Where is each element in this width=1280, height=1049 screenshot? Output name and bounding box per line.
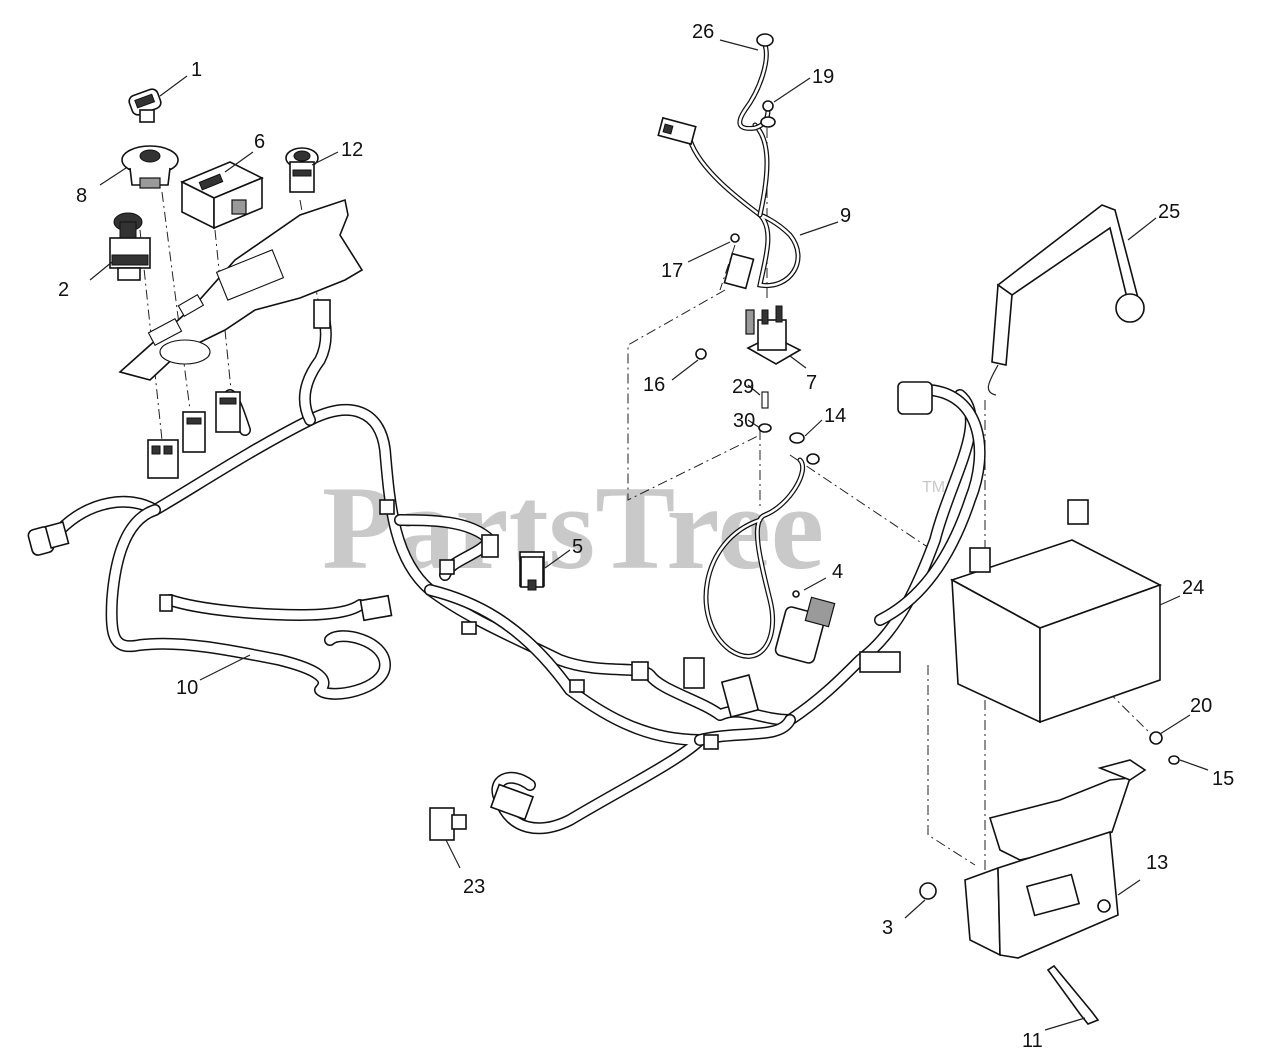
callout-23: 23 bbox=[463, 876, 485, 898]
leader-lines bbox=[89, 39, 1209, 1031]
harness-connectors bbox=[159, 381, 933, 750]
panel-connectors bbox=[147, 299, 331, 479]
callout-7: 7 bbox=[806, 372, 817, 394]
callout-1: 1 bbox=[191, 59, 202, 81]
battery-cable-loop bbox=[703, 457, 806, 659]
relay-part bbox=[520, 556, 544, 591]
fuse-block-part bbox=[774, 590, 836, 664]
callout-24: 24 bbox=[1182, 577, 1204, 599]
callout-5: 5 bbox=[572, 536, 583, 558]
callout-2: 2 bbox=[58, 279, 69, 301]
callout-20: 20 bbox=[1190, 695, 1212, 717]
callout-4: 4 bbox=[832, 561, 843, 583]
ignition-switch-part bbox=[121, 145, 179, 189]
battery-bracket-part bbox=[964, 759, 1147, 959]
left-harness-plug bbox=[27, 521, 70, 556]
battery-part bbox=[950, 499, 1163, 724]
callout-13: 13 bbox=[1146, 852, 1168, 874]
callout-15: 15 bbox=[1212, 768, 1234, 790]
seat-switch-part bbox=[429, 783, 535, 841]
callout-17: 17 bbox=[661, 260, 683, 282]
callout-9: 9 bbox=[840, 205, 851, 227]
solenoid-harness bbox=[687, 122, 801, 288]
callout-19: 19 bbox=[812, 66, 834, 88]
callout-26: 26 bbox=[692, 21, 714, 43]
bracket-hardware bbox=[919, 731, 1180, 1025]
callout-30: 30 bbox=[733, 410, 755, 432]
callout-29: 29 bbox=[732, 376, 754, 398]
callout-25: 25 bbox=[1158, 201, 1180, 223]
power-outlet-part bbox=[285, 147, 319, 193]
battery-strap-part bbox=[987, 204, 1145, 396]
callout-3: 3 bbox=[882, 917, 893, 939]
callout-labels: 1 2 3 4 5 6 7 8 9 10 11 12 13 14 15 16 1… bbox=[58, 21, 1234, 1049]
watermark-tm: TM bbox=[922, 479, 945, 496]
key-part bbox=[128, 88, 162, 123]
callout-12: 12 bbox=[341, 139, 363, 161]
starter-solenoid-part bbox=[695, 233, 802, 365]
callout-14: 14 bbox=[824, 405, 846, 427]
callout-6: 6 bbox=[254, 131, 265, 153]
small-hardware bbox=[758, 391, 820, 465]
callout-11: 11 bbox=[1022, 1030, 1043, 1049]
solenoid-harness-connector bbox=[657, 100, 776, 146]
callout-10: 10 bbox=[176, 677, 198, 699]
pto-switch-part bbox=[109, 212, 151, 281]
callout-8: 8 bbox=[76, 185, 87, 207]
control-panel-plate bbox=[118, 198, 364, 381]
hour-meter-part bbox=[180, 161, 264, 230]
callout-16: 16 bbox=[643, 374, 665, 396]
positive-cable bbox=[737, 33, 774, 131]
